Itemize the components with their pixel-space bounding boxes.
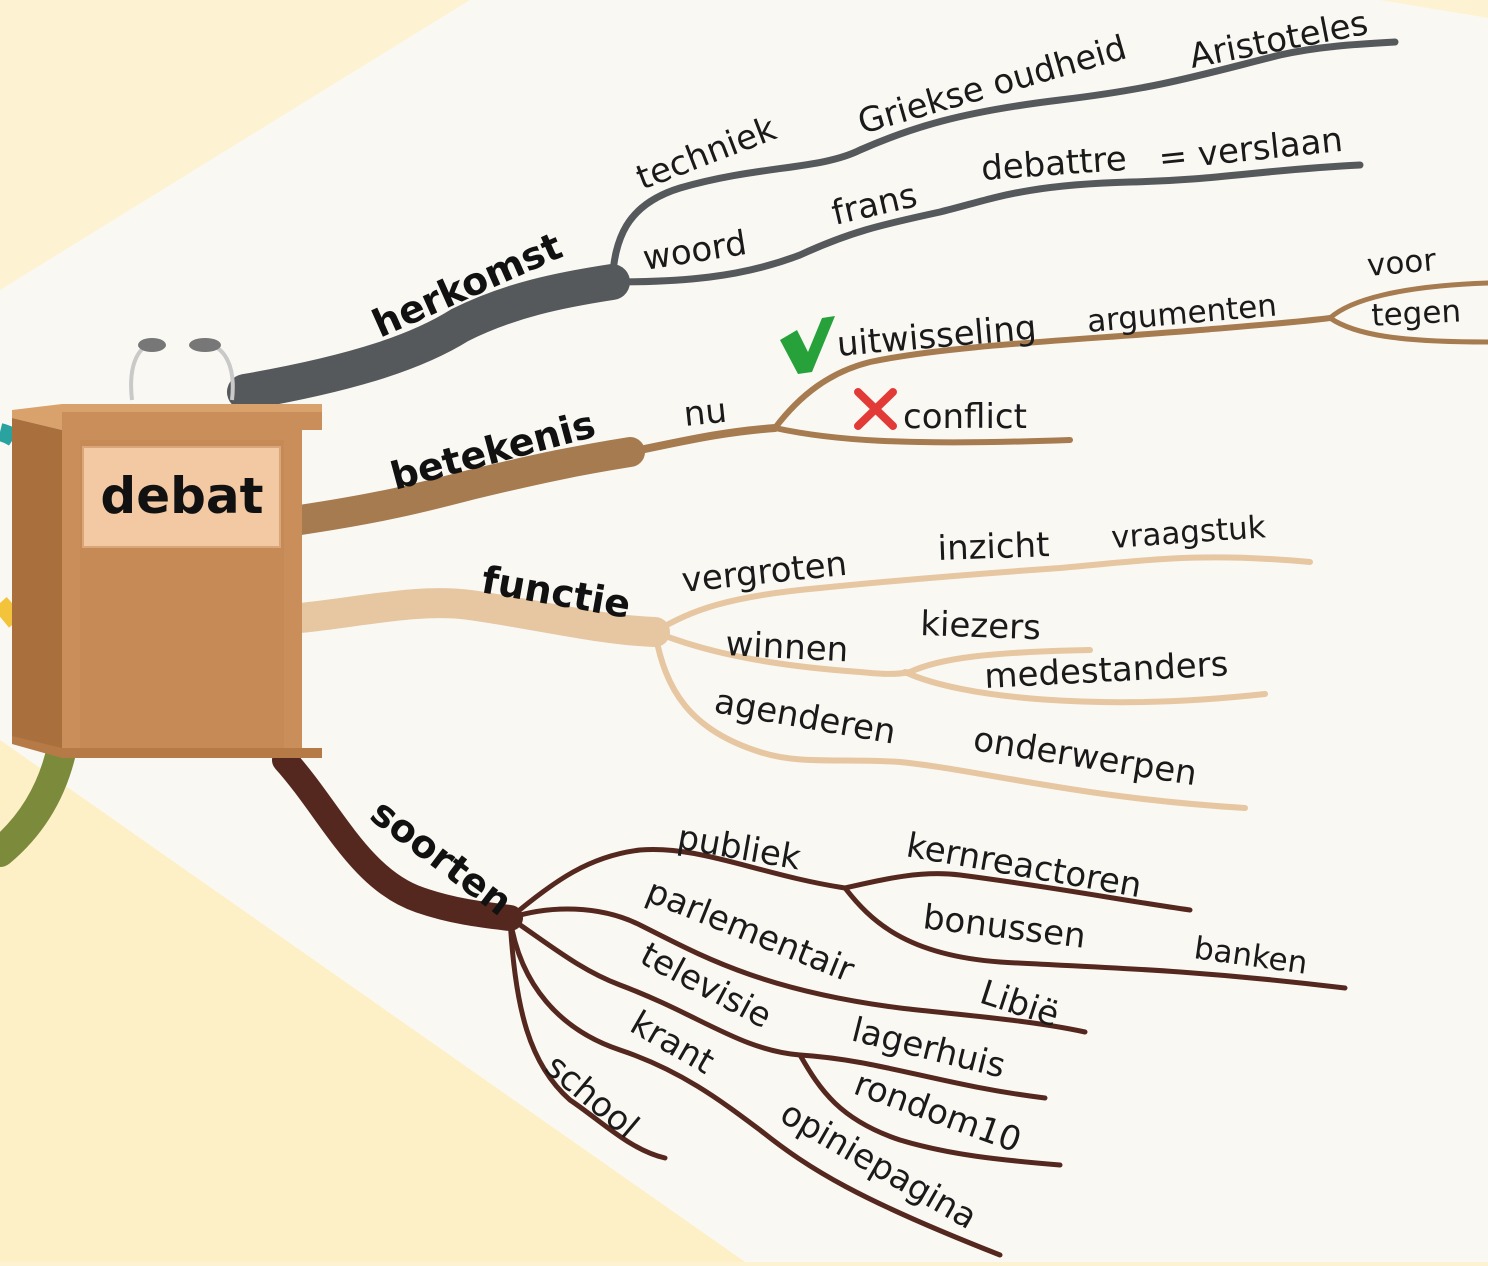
background-wedge [0,740,745,1262]
center-sign [82,446,281,548]
label-kiezers: kiezers [920,604,1042,648]
label-inzicht: inzicht [937,525,1050,569]
label-winnen: winnen [725,624,850,670]
label-tegen: tegen [1371,293,1462,334]
branch-functie [285,554,1313,811]
podium: debat [12,338,322,758]
branch-soorten [272,747,1348,1258]
branch-herkomst [227,38,1399,410]
label-nu: nu [682,391,729,435]
label-voor: voor [1366,242,1438,284]
check-icon [780,316,835,374]
label-conflict: conflict [903,397,1027,437]
cross-icon [854,388,897,430]
center-title: debat [100,467,263,525]
branch-betekenis [285,280,1488,535]
teal-branch-stub [0,423,19,446]
green-branch-stub [0,733,77,867]
